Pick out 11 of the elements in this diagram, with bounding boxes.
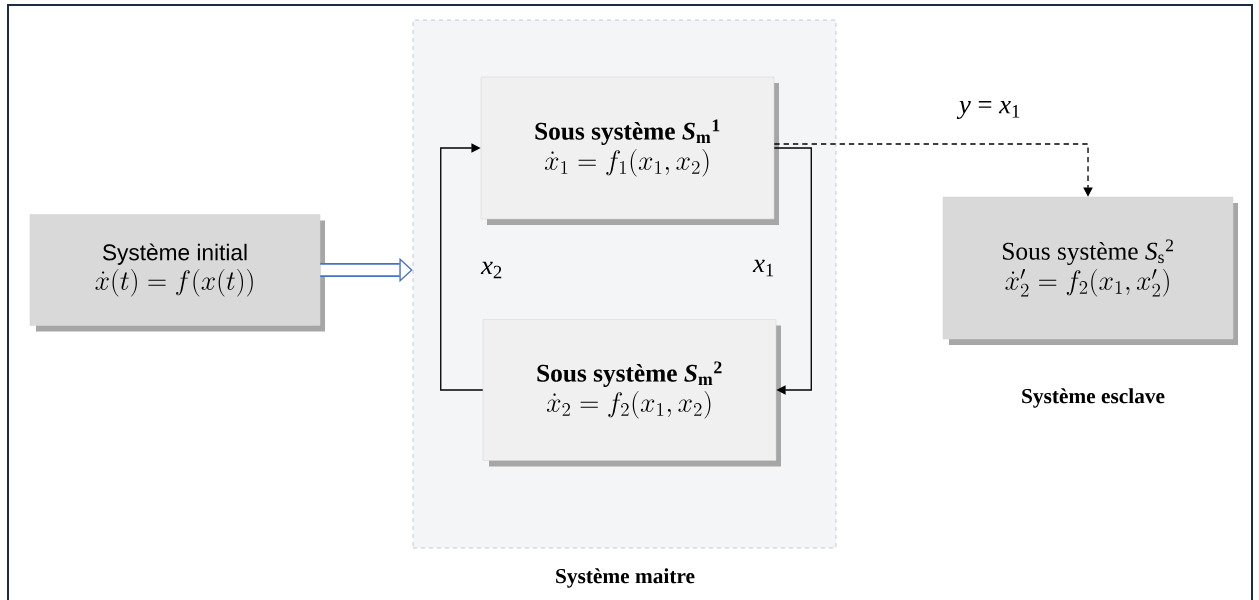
arrow <box>773 147 812 395</box>
process-box: Sous système S$_{s}$2 $\dot{x}'_2=f_2(x_1,x'_2)$ <box>942 196 1238 345</box>
edge-label: x$_{2}$ <box>480 261 502 279</box>
system-label: Système esclave <box>1022 388 1165 408</box>
arrow <box>440 143 484 391</box>
edge-label: x$_{1}$ <box>752 259 774 277</box>
group-heading: Système maitre <box>556 568 695 588</box>
process-box: Sous système S$_{m}$2 $\dot{x}_2=f_2(x_1,x_2)$ <box>482 319 781 467</box>
process-box: Système initial $\dot{x}(t)=f(x(t))$ <box>29 214 325 332</box>
process-box: Sous système S$_{m}$1 $\dot{x}_1=f_1(x_1,x_2)$ <box>480 76 779 225</box>
edge-label: y = x$_{1}$ <box>956 101 1020 119</box>
